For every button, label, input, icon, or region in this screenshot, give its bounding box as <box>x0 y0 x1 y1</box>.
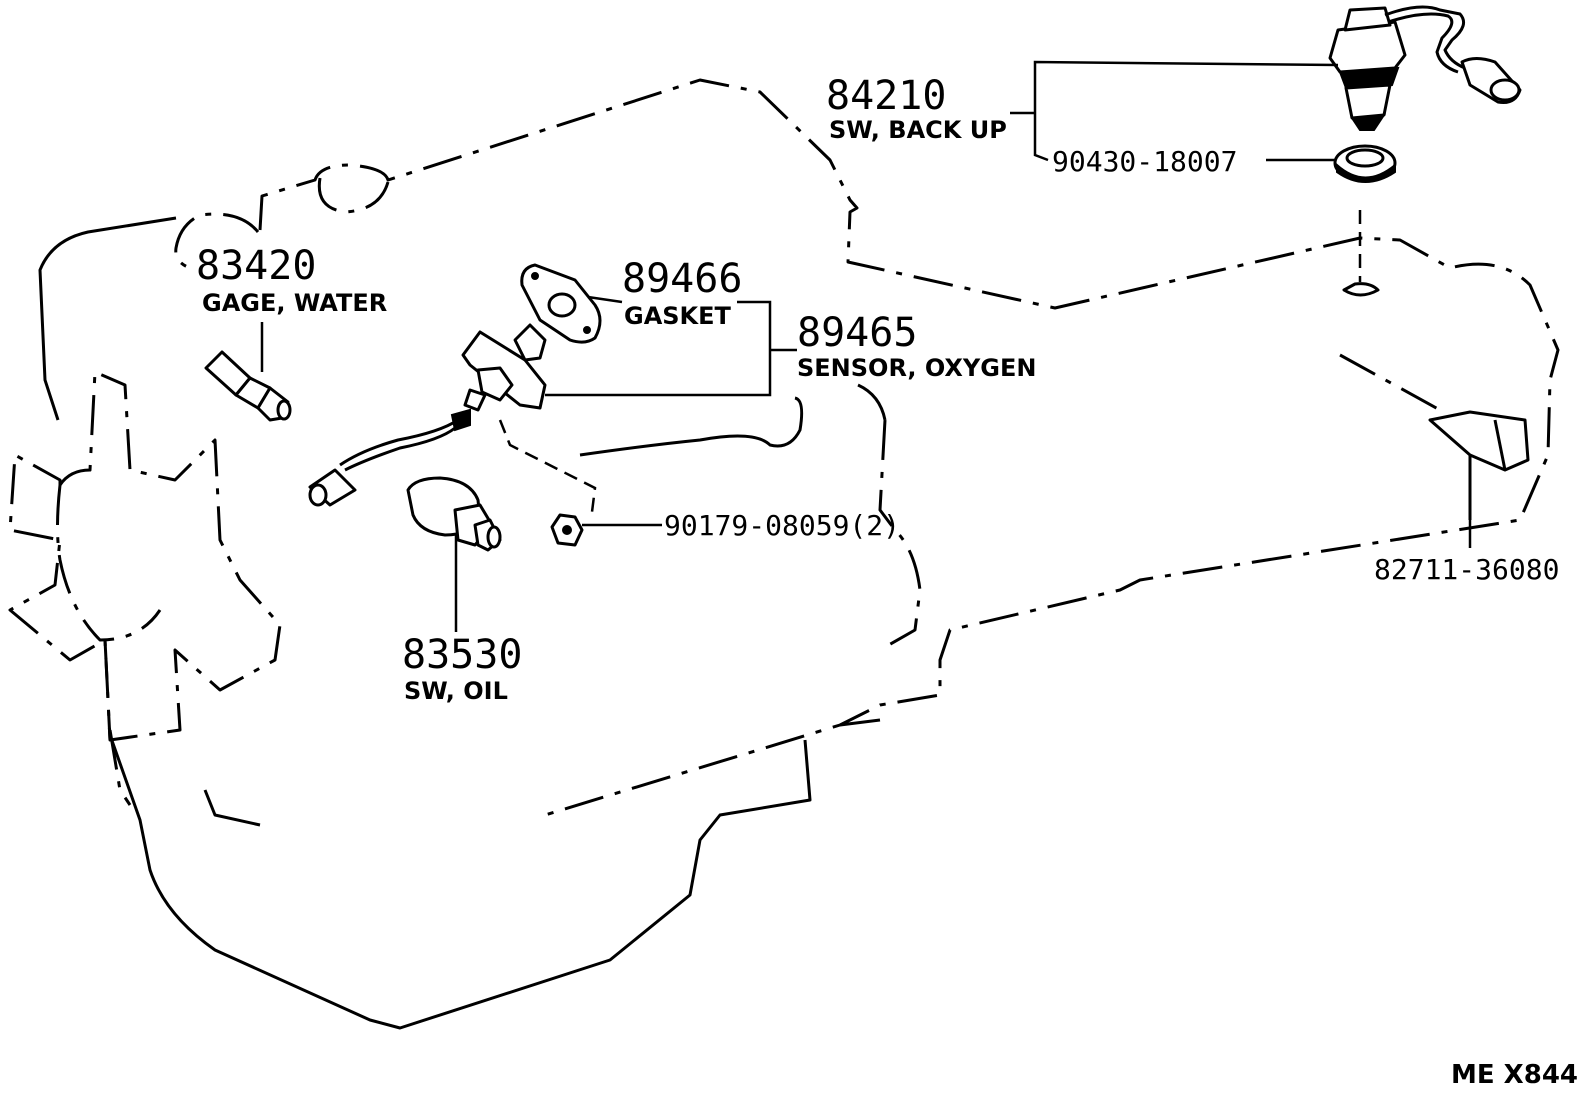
part-description-back-up: SW, BACK UP <box>829 116 1007 144</box>
oil-switch-part <box>406 476 502 552</box>
part-description-gasket: GASKET <box>624 302 732 330</box>
diagram-code: ME X844 <box>1451 1060 1578 1090</box>
part-number-90430: 90430-18007 <box>1052 145 1237 178</box>
oxygen-sensor-part <box>308 323 547 507</box>
back-up-switch-part <box>1328 5 1522 131</box>
part-number-89465: 89465 <box>797 310 917 356</box>
leader-lines <box>260 60 1472 632</box>
part-description-oil-switch: SW, OIL <box>404 677 508 705</box>
part-number-84210: 84210 <box>826 73 946 119</box>
part-description-water-gage: GAGE, WATER <box>202 289 387 317</box>
part-number-89466: 89466 <box>622 256 742 302</box>
label-back-up-gasket: 90430-18007 <box>1052 145 1237 178</box>
oxygen-gasket-part <box>520 263 602 344</box>
engine-outline <box>38 78 1560 1030</box>
nut-part <box>550 513 584 547</box>
label-bracket: 82711-36080 <box>1374 553 1559 586</box>
label-oil-switch: 83530 SW, OIL <box>402 632 522 705</box>
part-number-83530: 83530 <box>402 632 522 678</box>
part-number-83420: 83420 <box>196 243 316 289</box>
label-nut: 90179-08059(2) <box>664 509 900 542</box>
back-up-gasket-part <box>1333 144 1397 183</box>
label-back-up-switch: 84210 SW, BACK UP <box>826 73 1007 144</box>
label-water-gage: 83420 GAGE, WATER <box>196 243 387 317</box>
part-description-oxygen-sensor: SENSOR, OXYGEN <box>797 354 1036 382</box>
part-number-82711: 82711-36080 <box>1374 553 1559 586</box>
label-oxygen-sensor: 89465 SENSOR, OXYGEN <box>797 310 1036 382</box>
water-gage-part <box>204 350 292 422</box>
cooling-fan <box>8 370 282 742</box>
part-number-90179: 90179-08059(2) <box>664 509 900 542</box>
label-gasket: 89466 GASKET <box>622 256 742 330</box>
